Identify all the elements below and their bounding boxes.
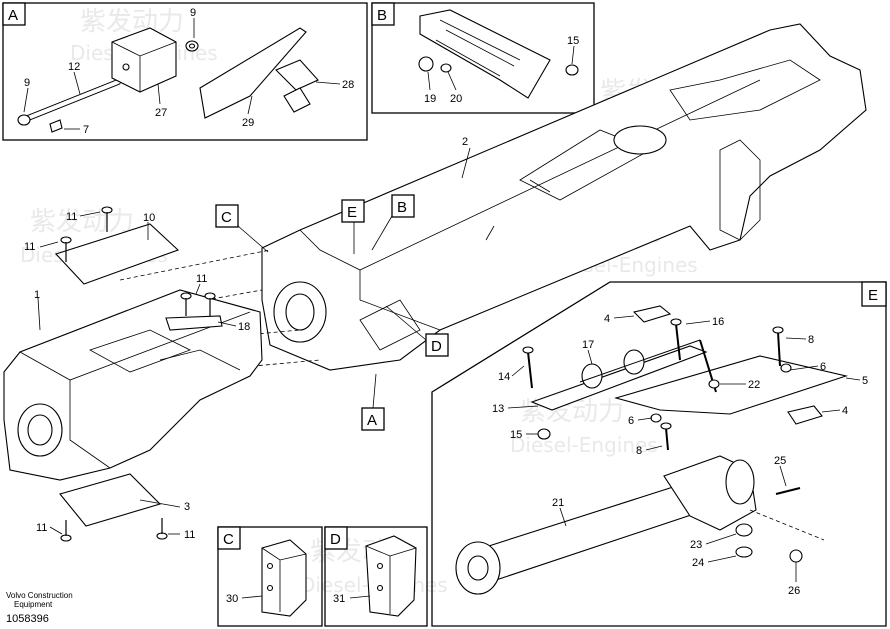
bracket-part xyxy=(419,9,551,99)
callout: 11 xyxy=(36,522,47,534)
footer-brand-line1: Volvo Construction xyxy=(6,591,73,600)
callout: 18 xyxy=(238,321,250,333)
callout: 30 xyxy=(226,593,238,605)
callout: 1 xyxy=(34,289,40,301)
callout: 4 xyxy=(604,313,610,325)
callout: 9 xyxy=(24,77,30,89)
callout: 7 xyxy=(83,124,89,136)
detail-box-e: E xyxy=(431,281,887,627)
view-marker-a: A xyxy=(361,373,385,431)
callout: 29 xyxy=(242,117,254,129)
callout: 26 xyxy=(788,585,800,597)
bolt-part xyxy=(17,79,121,126)
callout: 21 xyxy=(552,497,564,509)
view-marker-c: C xyxy=(215,204,269,253)
callout: 6 xyxy=(628,415,634,427)
callout: 10 xyxy=(143,212,155,224)
box-e-label: E xyxy=(868,287,878,304)
box-d-label: D xyxy=(330,531,341,548)
callout: 15 xyxy=(567,35,579,47)
wear-pad-part xyxy=(365,535,417,617)
callout: 31 xyxy=(333,593,345,605)
callout: 20 xyxy=(450,93,462,105)
callout: 24 xyxy=(692,557,704,569)
detail-box-c: C 30 xyxy=(217,526,323,627)
callout: 5 xyxy=(862,375,868,387)
footer: Volvo Construction Equipment 1058396 xyxy=(6,591,73,625)
callout: 27 xyxy=(155,107,167,119)
box-a-label: A xyxy=(8,7,18,24)
callout: 15 xyxy=(510,429,522,441)
callout: 22 xyxy=(748,379,760,391)
clip-part xyxy=(275,59,319,91)
callout: 13 xyxy=(492,403,504,415)
detail-box-d: D 31 xyxy=(324,526,428,627)
callout: 8 xyxy=(636,445,642,457)
callout: 11 xyxy=(66,211,77,223)
view-marker-d-label: D xyxy=(431,338,442,355)
detail-box-b: B 15 19 20 xyxy=(371,2,595,114)
callout: 25 xyxy=(774,455,786,467)
callout: 23 xyxy=(690,539,702,551)
main-frame-part xyxy=(261,23,867,371)
callout: 16 xyxy=(712,316,724,328)
view-marker-a-label: A xyxy=(367,412,377,429)
pad-part xyxy=(787,405,823,425)
watermark-cn: 紫发动力 xyxy=(30,207,134,237)
view-marker-b: B xyxy=(371,194,415,251)
wear-pad-part xyxy=(261,539,307,617)
pad-part xyxy=(632,305,672,323)
callout: 12 xyxy=(68,61,80,73)
detail-box-a: A 9 12 9 27 7 xyxy=(2,2,368,141)
callout: 9 xyxy=(190,7,196,19)
callout: 14 xyxy=(498,371,510,383)
bottom-plate-part xyxy=(59,473,162,527)
bolt-part xyxy=(60,206,216,542)
footer-brand-line2: Equipment xyxy=(14,600,53,609)
callout: 11 xyxy=(196,273,207,285)
front-frame-part xyxy=(3,289,263,481)
drawing-number: 1058396 xyxy=(6,613,49,625)
main-callouts: 2 11 10 11 11 18 1 3 11 11 xyxy=(24,136,468,541)
callout: 6 xyxy=(820,361,826,373)
plate-part xyxy=(199,27,307,119)
view-marker-e: E xyxy=(341,199,365,254)
callout: 19 xyxy=(424,93,436,105)
callout: 2 xyxy=(462,136,468,148)
view-marker-b-label: B xyxy=(397,199,407,216)
callout: 3 xyxy=(184,501,190,513)
watermark-en: Diesel-Engines xyxy=(510,433,658,457)
callout: 11 xyxy=(184,529,195,541)
callout: 17 xyxy=(582,339,594,351)
box-e-callouts: 4 16 17 8 14 6 22 5 13 6 4 15 8 25 21 23… xyxy=(492,313,868,597)
watermark-cn: 紫发动力 xyxy=(80,7,184,37)
callout: 4 xyxy=(842,405,848,417)
callout: 8 xyxy=(808,334,814,346)
strip-part xyxy=(165,315,223,331)
callout: 11 xyxy=(24,241,35,253)
block-part xyxy=(111,27,177,93)
propeller-shaft-part xyxy=(455,455,825,595)
cover-plate-part xyxy=(55,223,180,285)
clip-small-part xyxy=(49,119,63,133)
view-marker-d: D xyxy=(385,305,449,357)
box-c-label: C xyxy=(223,531,234,548)
callout: 28 xyxy=(342,79,354,91)
box-b-label: B xyxy=(377,7,387,24)
view-marker-c-label: C xyxy=(221,209,232,226)
view-marker-e-label: E xyxy=(347,204,357,221)
